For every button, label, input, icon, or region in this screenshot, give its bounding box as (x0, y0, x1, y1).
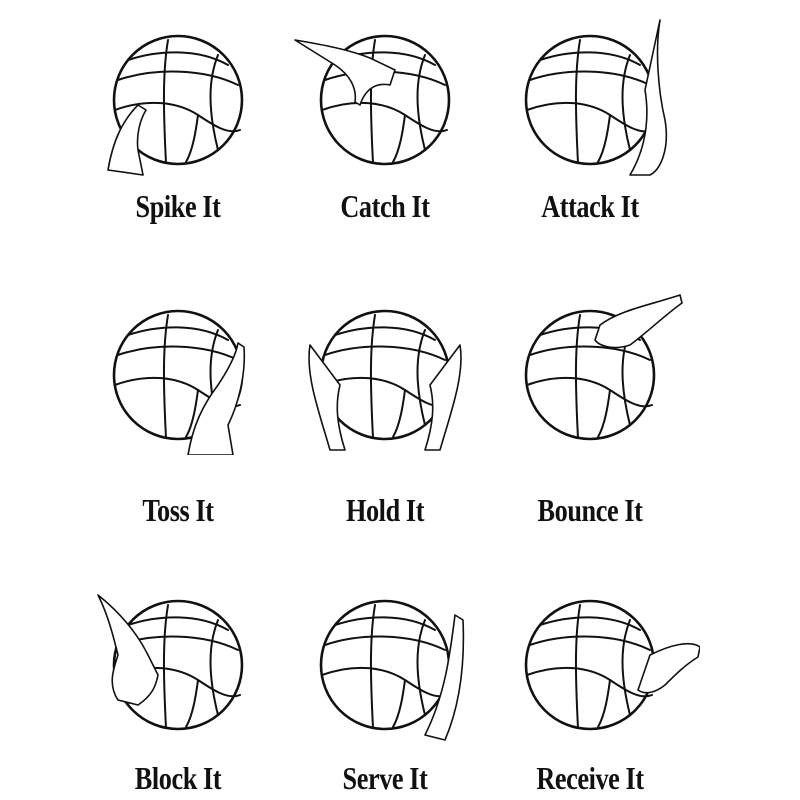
item-label: Receive It (536, 760, 644, 796)
volleyball-hand-top-icon (294, 34, 451, 166)
hand-icon (424, 614, 465, 741)
hand-icon (294, 39, 396, 106)
hand-icon (308, 344, 462, 451)
item-label: Block It (134, 760, 222, 796)
hand-icon (107, 104, 147, 176)
volleyball-hand-below-left-icon (107, 34, 244, 176)
item-label: Spike It (135, 188, 221, 224)
item-label: Attack It (541, 188, 639, 224)
item-label: Serve It (342, 760, 428, 796)
hand-icon (187, 342, 246, 455)
volleyball-two-hands-icon (308, 309, 462, 451)
volleyball-hand-top-right-icon (524, 294, 683, 441)
item-label: Toss It (142, 492, 214, 528)
volleyball-hand-right-icon (524, 19, 668, 176)
volleyball-two-hands-side-icon (319, 599, 465, 741)
hand-icon (594, 294, 683, 349)
hand-icon (97, 594, 159, 706)
volleyball-hands-right-icon (524, 599, 700, 731)
hand-icon (637, 643, 700, 694)
item-label: Hold It (345, 492, 425, 528)
volleyball-hand-left-icon (97, 594, 244, 731)
item-label: Catch It (340, 188, 430, 224)
item-label: Bounce It (537, 492, 643, 528)
volleyball-hand-below-right-icon (112, 309, 246, 455)
hand-icon (629, 19, 668, 176)
